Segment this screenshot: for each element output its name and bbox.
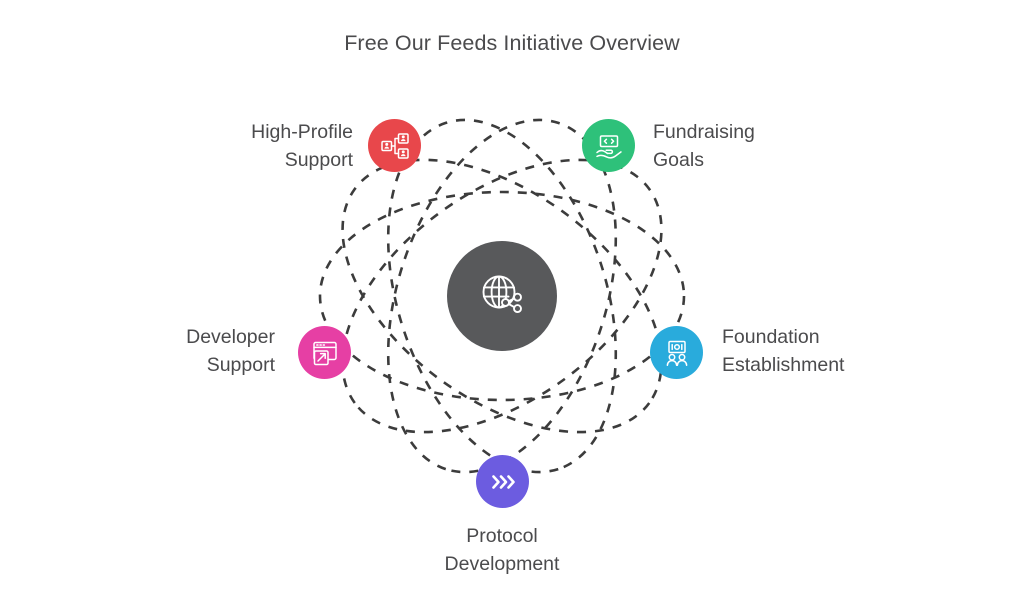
triple-chevron-icon: [488, 467, 518, 497]
label-protocol-development: Protocol Development: [444, 525, 560, 575]
people-presentation-icon: [662, 338, 692, 368]
hand-money-icon: [594, 131, 624, 161]
orbit-ellipse: [386, 118, 618, 474]
node-high-profile-support[interactable]: [368, 119, 421, 172]
label-foundation-establishment: Foundation Establishment: [722, 326, 845, 376]
node-foundation-establishment[interactable]: [650, 326, 703, 379]
org-chart-people-icon: [380, 131, 410, 161]
label-developer-support: Developer Support: [186, 326, 275, 376]
center-hub[interactable]: [447, 241, 557, 351]
label-high-profile-support: High-Profile Support: [251, 121, 353, 171]
label-fundraising-goals: Fundraising Goals: [653, 121, 755, 171]
orbit-ellipse: [341, 158, 663, 434]
node-fundraising-goals[interactable]: [582, 119, 635, 172]
orbit-ellipse: [318, 190, 686, 402]
orbit-ellipse: [386, 118, 618, 474]
orbit-ellipse: [341, 158, 663, 434]
node-developer-support[interactable]: [298, 326, 351, 379]
browser-arrow-icon: [310, 338, 340, 368]
node-protocol-development[interactable]: [476, 455, 529, 508]
page-title: Free Our Feeds Initiative Overview: [344, 31, 680, 55]
globe-share-icon: [475, 269, 529, 323]
